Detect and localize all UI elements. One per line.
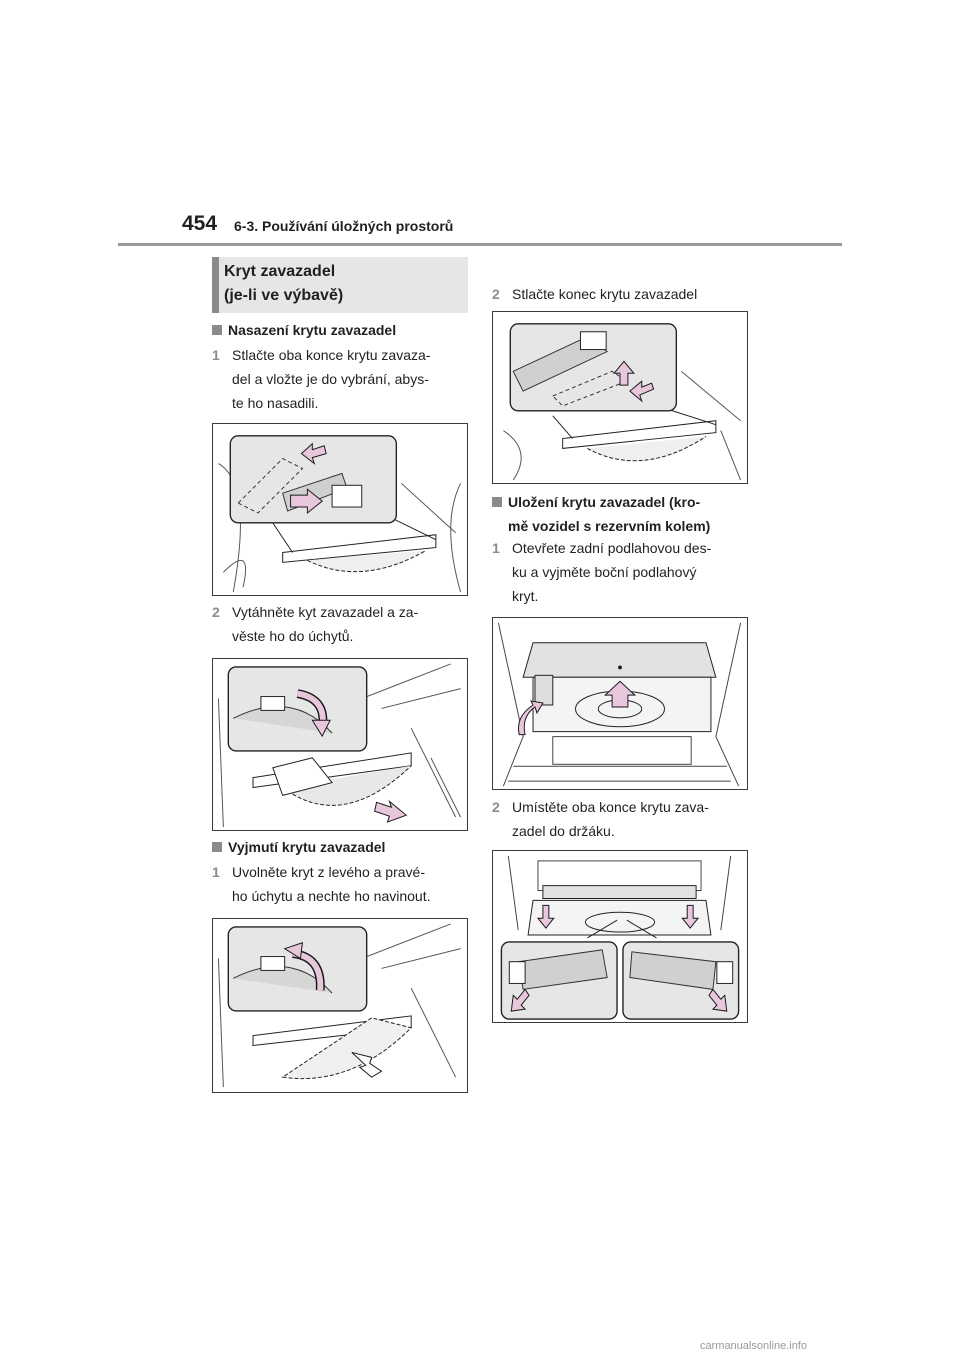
pink-curved-arrow-icon [518,700,544,736]
step-text: věste ho do úchytů. [232,628,354,644]
subheading-text: Uložení krytu zavazadel (kro- [508,494,701,510]
subheading-text: Vyjmutí krytu zavazadel [228,839,386,855]
step-text: Umístěte oba konce krytu zava- [512,799,709,815]
pink-down-arrow-icon [681,904,700,929]
subheading-storage: Uložení krytu zavazadel (kro- mě vozidel… [492,490,762,538]
figure-hang-hooks [212,658,468,831]
step-text: Otevřete zadní podlahovou des- [512,540,712,556]
illustration-cover-into-recess [218,435,462,593]
step-number: 2 [492,799,500,815]
pink-arrow-icon [300,442,327,465]
figure-lift-cover [492,311,748,484]
illustration-hang-cover [217,663,462,828]
section-header: 6-3. Používání úložných prostorů [234,218,454,234]
illustration-release-cover [217,923,461,1088]
pink-arrow-icon [708,988,728,1012]
illustration-lift-cover [503,323,742,481]
step-remove-1: 1 Uvolněte kryt z levého a pravé- ho úch… [212,860,472,908]
figure-open-floor [492,617,748,790]
step-text: te ho nasadili. [232,395,319,411]
pink-down-arrow-icon [536,904,555,929]
figure-release-cover [212,918,468,1093]
step-text: kryt. [512,588,539,604]
step-text: zadel do držáku. [512,823,615,839]
square-bullet-icon [212,325,222,335]
page-number: 454 [182,212,218,235]
section-title-line2: (je-li ve výbavě) [224,287,344,304]
step-number: 2 [212,604,220,620]
step-number: 2 [492,286,500,302]
pink-arrow-icon [374,799,408,823]
outline-arrow-icon [351,1051,383,1078]
subheading-install: Nasazení krytu zavazadel [212,318,396,342]
footer-watermark: carmanualsonline.info [700,1340,808,1352]
pink-up-arrow-icon [603,680,637,708]
section-title-box: Kryt zavazadel (je-li ve výbavě) [212,257,468,313]
header-rule [118,243,842,246]
pink-arrow-icon [290,488,323,514]
step-text: ku a vyjměte boční podlahový [512,564,697,580]
step-number: 1 [492,540,500,556]
subheading-text: Nasazení krytu zavazadel [228,322,397,338]
step-install-2: 2 Vytáhněte kyt zavazadel a za- věste ho… [212,600,472,648]
pink-up-arrow-icon [613,360,635,386]
square-bullet-icon [492,497,502,507]
step-number: 1 [212,864,220,880]
figure-install-recess [212,423,468,596]
step-text: Stlačte oba konce krytu zavaza- [232,347,431,363]
step-text: ho úchytu a nechte ho navinout. [232,888,431,904]
step-text: Stlačte konec krytu zavazadel [512,286,698,302]
title-accent-bar [212,257,219,313]
step-storage-1: 1 Otevřete zadní podlahovou des- ku a vy… [492,536,762,608]
step-number: 1 [212,347,220,363]
section-title-line1: Kryt zavazadel [224,263,336,280]
inset-callout [227,926,368,1012]
inset-callout [227,666,368,752]
subheading-text: mě vozidel s rezervním kolem) [508,518,711,534]
illustration-open-floor-board [497,622,742,787]
step-storage-2: 2 Umístěte oba konce krytu zava- zadel d… [492,795,762,843]
step-text: Uvolněte kryt z levého a pravé- [232,864,425,880]
pink-arrow-icon [629,380,655,403]
figure-store-in-holder [492,850,748,1023]
step-text: Vytáhněte kyt zavazadel a za- [232,604,419,620]
square-bullet-icon [212,842,222,852]
step-text: del a vložte je do vybrání, abys- [232,371,429,387]
illustration-store-cover-holder [500,855,740,1020]
step-install-1: 1 Stlačte oba konce krytu zavaza- del a … [212,343,472,415]
pink-arrow-icon [510,988,530,1012]
subheading-remove: Vyjmutí krytu zavazadel [212,835,385,859]
